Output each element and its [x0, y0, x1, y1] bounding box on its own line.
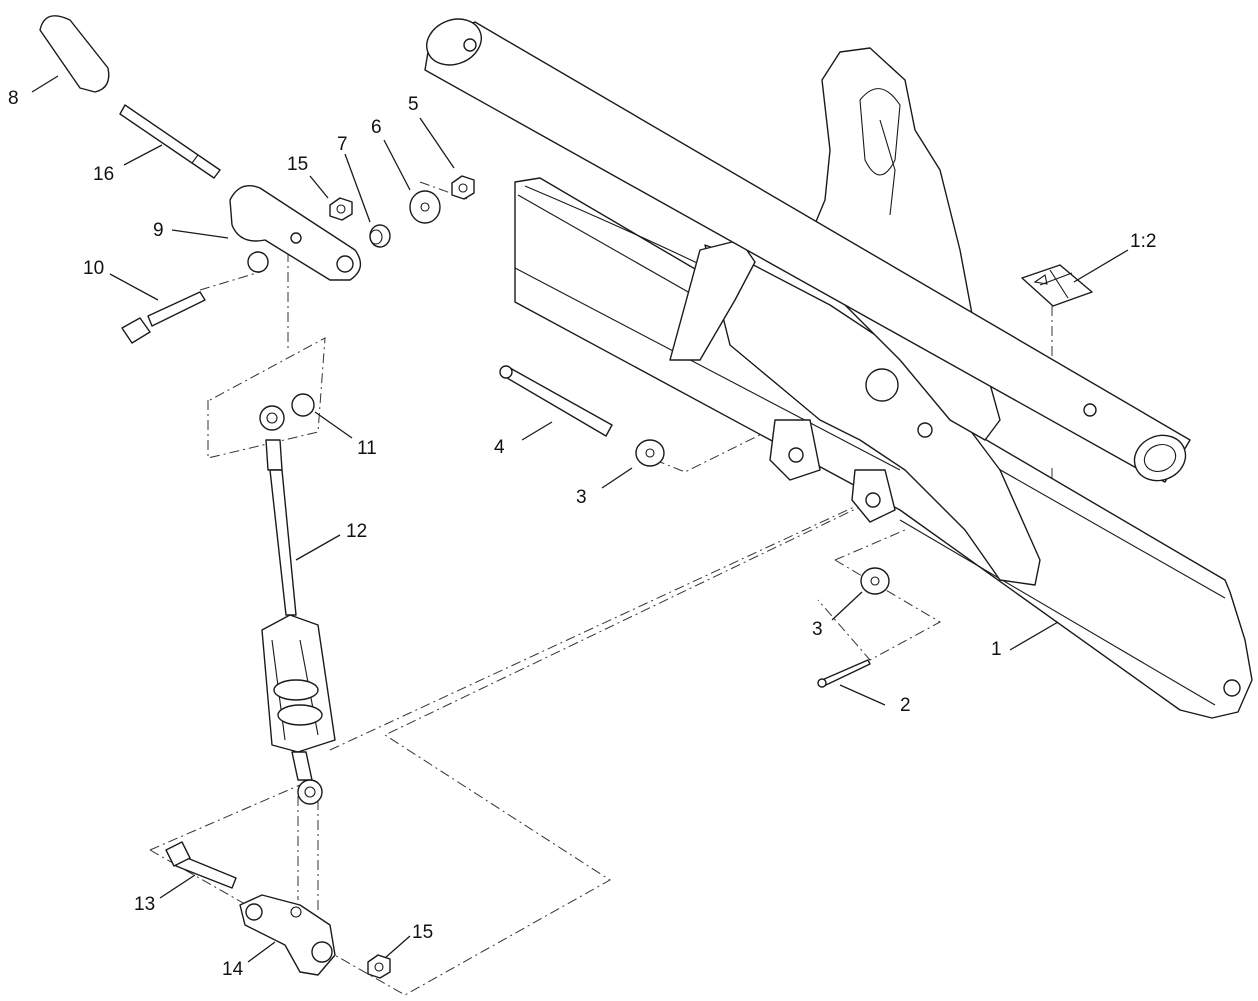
callout-10: 10 [83, 258, 104, 279]
callout-8: 8 [8, 88, 19, 109]
cotter-pin [821, 659, 871, 686]
bolt-10 [147, 291, 206, 327]
callout-3-upper: 3 [576, 487, 587, 508]
callout-3-lower: 3 [812, 619, 823, 640]
nut-15-top [329, 197, 353, 221]
callout-1-2: 1:2 [1130, 231, 1156, 252]
frame-assembly [424, 18, 1253, 719]
rod-end-top [259, 405, 285, 431]
callout-2: 2 [900, 695, 911, 716]
callout-9: 9 [153, 220, 164, 241]
leader-lines [31, 75, 1129, 963]
washer-3b [860, 567, 890, 595]
callout-6: 6 [371, 117, 382, 138]
bushing-11 [291, 393, 315, 417]
parts-hardware [39, 15, 890, 979]
callout-1: 1 [991, 639, 1002, 660]
callout-12: 12 [346, 521, 367, 542]
knob [39, 15, 110, 93]
clevis [239, 894, 336, 976]
callout-15-bottom: 15 [412, 922, 433, 943]
callout-4: 4 [494, 437, 505, 458]
pin-4 [501, 367, 613, 437]
callout-15-top: 15 [287, 154, 308, 175]
callout-14: 14 [222, 959, 244, 980]
callout-16: 16 [93, 164, 114, 185]
rod [119, 104, 221, 179]
nut-5 [451, 175, 475, 200]
washer-6 [409, 190, 441, 224]
nut-15-bottom [367, 954, 391, 979]
callout-7: 7 [337, 134, 348, 155]
rod-end-bottom [297, 779, 323, 805]
callout-labels: 8 16 9 10 15 7 6 5 11 12 13 14 15 4 3 3 … [8, 88, 1156, 980]
callout-5: 5 [408, 94, 419, 115]
threaded-rod [269, 469, 297, 616]
washer-3a [635, 439, 665, 467]
callout-13: 13 [134, 894, 155, 915]
callout-11: 11 [357, 438, 377, 459]
